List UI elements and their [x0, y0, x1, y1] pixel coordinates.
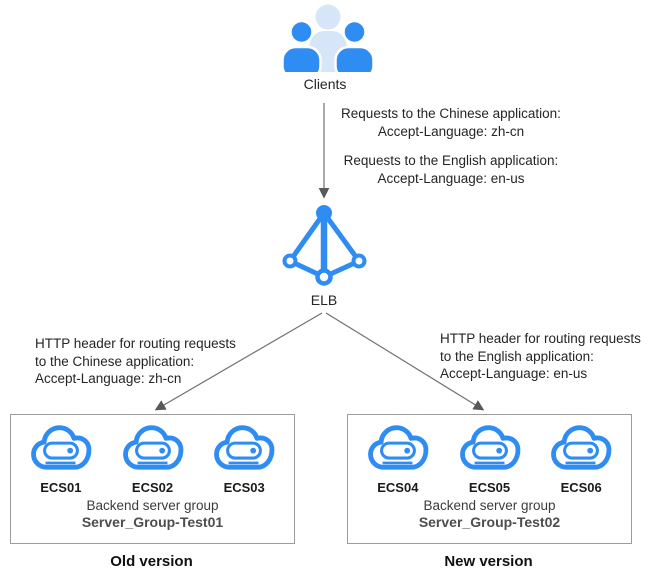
route-line: to the Chinese application: — [35, 353, 195, 369]
request-line: Accept-Language: zh-cn — [377, 123, 525, 139]
group-name: Server_Group-Test01 — [81, 514, 224, 530]
route-line: to the English application: — [440, 348, 594, 364]
clients-label: Clients — [303, 76, 347, 92]
ecs-cloud-server-icon — [122, 425, 183, 470]
group-caption: Backend server group — [423, 498, 556, 513]
route-annotation-old: HTTP header for routing requests to the … — [35, 335, 236, 388]
group-caption: Backend server group — [86, 498, 219, 513]
backend-server-group-box-new: ECS04 ECS05 ECS06 — [347, 414, 632, 544]
ecs-cloud-server-icon — [367, 425, 429, 470]
route-line: Accept-Language: en-us — [440, 366, 588, 381]
server-label: ECS03 — [223, 480, 265, 495]
server-ecs06: ECS06 — [535, 420, 627, 495]
ecs-cloud-server-icon — [551, 425, 612, 470]
request-line: Requests to the English application: — [343, 153, 559, 168]
version-label-new: New version — [444, 553, 533, 570]
server-label: ECS02 — [131, 480, 174, 495]
server-label: ECS06 — [560, 480, 602, 495]
request-line: Accept-Language: en-us — [377, 170, 525, 186]
clients-icon — [281, 4, 375, 72]
server-label: ECS05 — [468, 480, 511, 495]
request-line: Requests to the Chinese application: — [341, 106, 561, 121]
elb-icon — [282, 204, 367, 290]
request-annotation: Requests to the Chinese application: Acc… — [334, 105, 568, 187]
version-label-old: Old version — [110, 553, 193, 570]
server-label: ECS04 — [377, 480, 419, 495]
server-ecs02: ECS02 — [107, 420, 199, 495]
route-line: HTTP header for routing requests — [440, 331, 641, 346]
servers-row: ECS01 ECS02 ECS03 — [11, 415, 294, 495]
server-ecs01: ECS01 — [15, 420, 107, 495]
route-line: Accept-Language: zh-cn — [35, 371, 182, 386]
route-annotation-new: HTTP header for routing requests to the … — [440, 330, 641, 383]
server-ecs03: ECS03 — [198, 420, 290, 495]
group-name: Server_Group-Test02 — [418, 514, 561, 530]
ecs-cloud-server-icon — [459, 425, 520, 470]
server-ecs05: ECS05 — [444, 420, 536, 495]
route-line: HTTP header for routing requests — [35, 336, 236, 351]
elb-label: ELB — [310, 292, 338, 308]
server-ecs04: ECS04 — [352, 420, 444, 495]
servers-row: ECS04 ECS05 ECS06 — [348, 415, 631, 495]
ecs-cloud-server-icon — [30, 425, 92, 470]
server-label: ECS01 — [40, 480, 82, 495]
backend-server-group-box-old: ECS01 ECS02 ECS03 — [10, 414, 295, 544]
ecs-cloud-server-icon — [214, 425, 275, 470]
